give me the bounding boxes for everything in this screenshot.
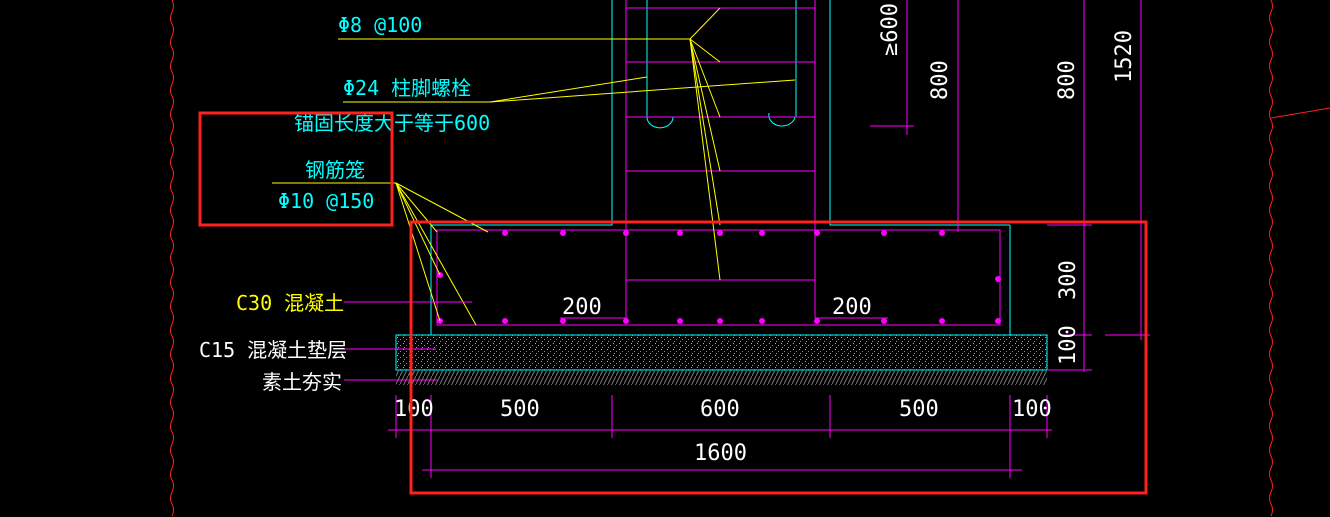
dim-bottom-4: 500 — [899, 397, 939, 422]
rebar-dot — [502, 230, 508, 236]
dim-bottom-5: 100 — [1012, 397, 1052, 422]
dim-footing-height: 300 — [1056, 260, 1081, 300]
c30-label: C30 混凝土 — [236, 291, 344, 315]
rebar-dot — [995, 276, 1001, 282]
rebar-dot — [677, 318, 683, 324]
rebar-dot — [560, 318, 566, 324]
stirrup-label: Φ8 @100 — [338, 13, 422, 37]
dim-stub-right: 200 — [832, 295, 872, 320]
compacted-soil — [396, 371, 1047, 385]
rebar-dot — [623, 318, 629, 324]
rebar-dot — [560, 230, 566, 236]
rebar-cage-spec: Φ10 @150 — [278, 189, 374, 213]
rebar-cage-label: 钢筋笼 — [305, 158, 365, 182]
footing — [430, 225, 1011, 335]
rebar-dot — [677, 230, 683, 236]
dim-bottom-1: 100 — [394, 397, 434, 422]
column — [431, 0, 1010, 319]
rebar-dot — [995, 318, 1001, 324]
rebar-dot — [759, 318, 765, 324]
dim-bottom-2: 500 — [500, 397, 540, 422]
dim-overall: 1520 — [1112, 30, 1137, 83]
c15-pad — [395, 334, 1048, 371]
rebar-dot — [717, 318, 723, 324]
dim-col-b: 800 — [1055, 60, 1080, 100]
rebar-dot — [623, 230, 629, 236]
dimension-lines — [388, 0, 1150, 478]
rebar-dot — [759, 230, 765, 236]
rebar-dot — [814, 230, 820, 236]
rebar-dot — [717, 230, 723, 236]
dim-col-a: 800 — [928, 60, 953, 100]
highlight-box-footing — [409, 220, 1148, 495]
soil-label: 素土夯实 — [262, 370, 342, 394]
break-line-left — [170, 0, 174, 517]
rebar-dot — [939, 318, 945, 324]
highlight-box-label — [198, 111, 394, 227]
rebar-dot — [939, 230, 945, 236]
dim-min-embed: ≥600 — [878, 3, 903, 56]
dim-pad-height: 100 — [1056, 325, 1081, 365]
c15-label: C15 混凝土垫层 — [199, 338, 347, 362]
dim-total: 1600 — [694, 441, 747, 466]
rebar-dot — [502, 318, 508, 324]
rebar-dot — [881, 230, 887, 236]
rebar-dot — [881, 318, 887, 324]
dim-stub-left: 200 — [562, 295, 602, 320]
dim-bottom-3: 600 — [700, 397, 740, 422]
anchor-bolt-label: Φ24 柱脚螺栓 — [343, 76, 471, 100]
leaders — [272, 7, 796, 326]
break-line-right — [1269, 0, 1273, 517]
rebar-dot — [814, 318, 820, 324]
